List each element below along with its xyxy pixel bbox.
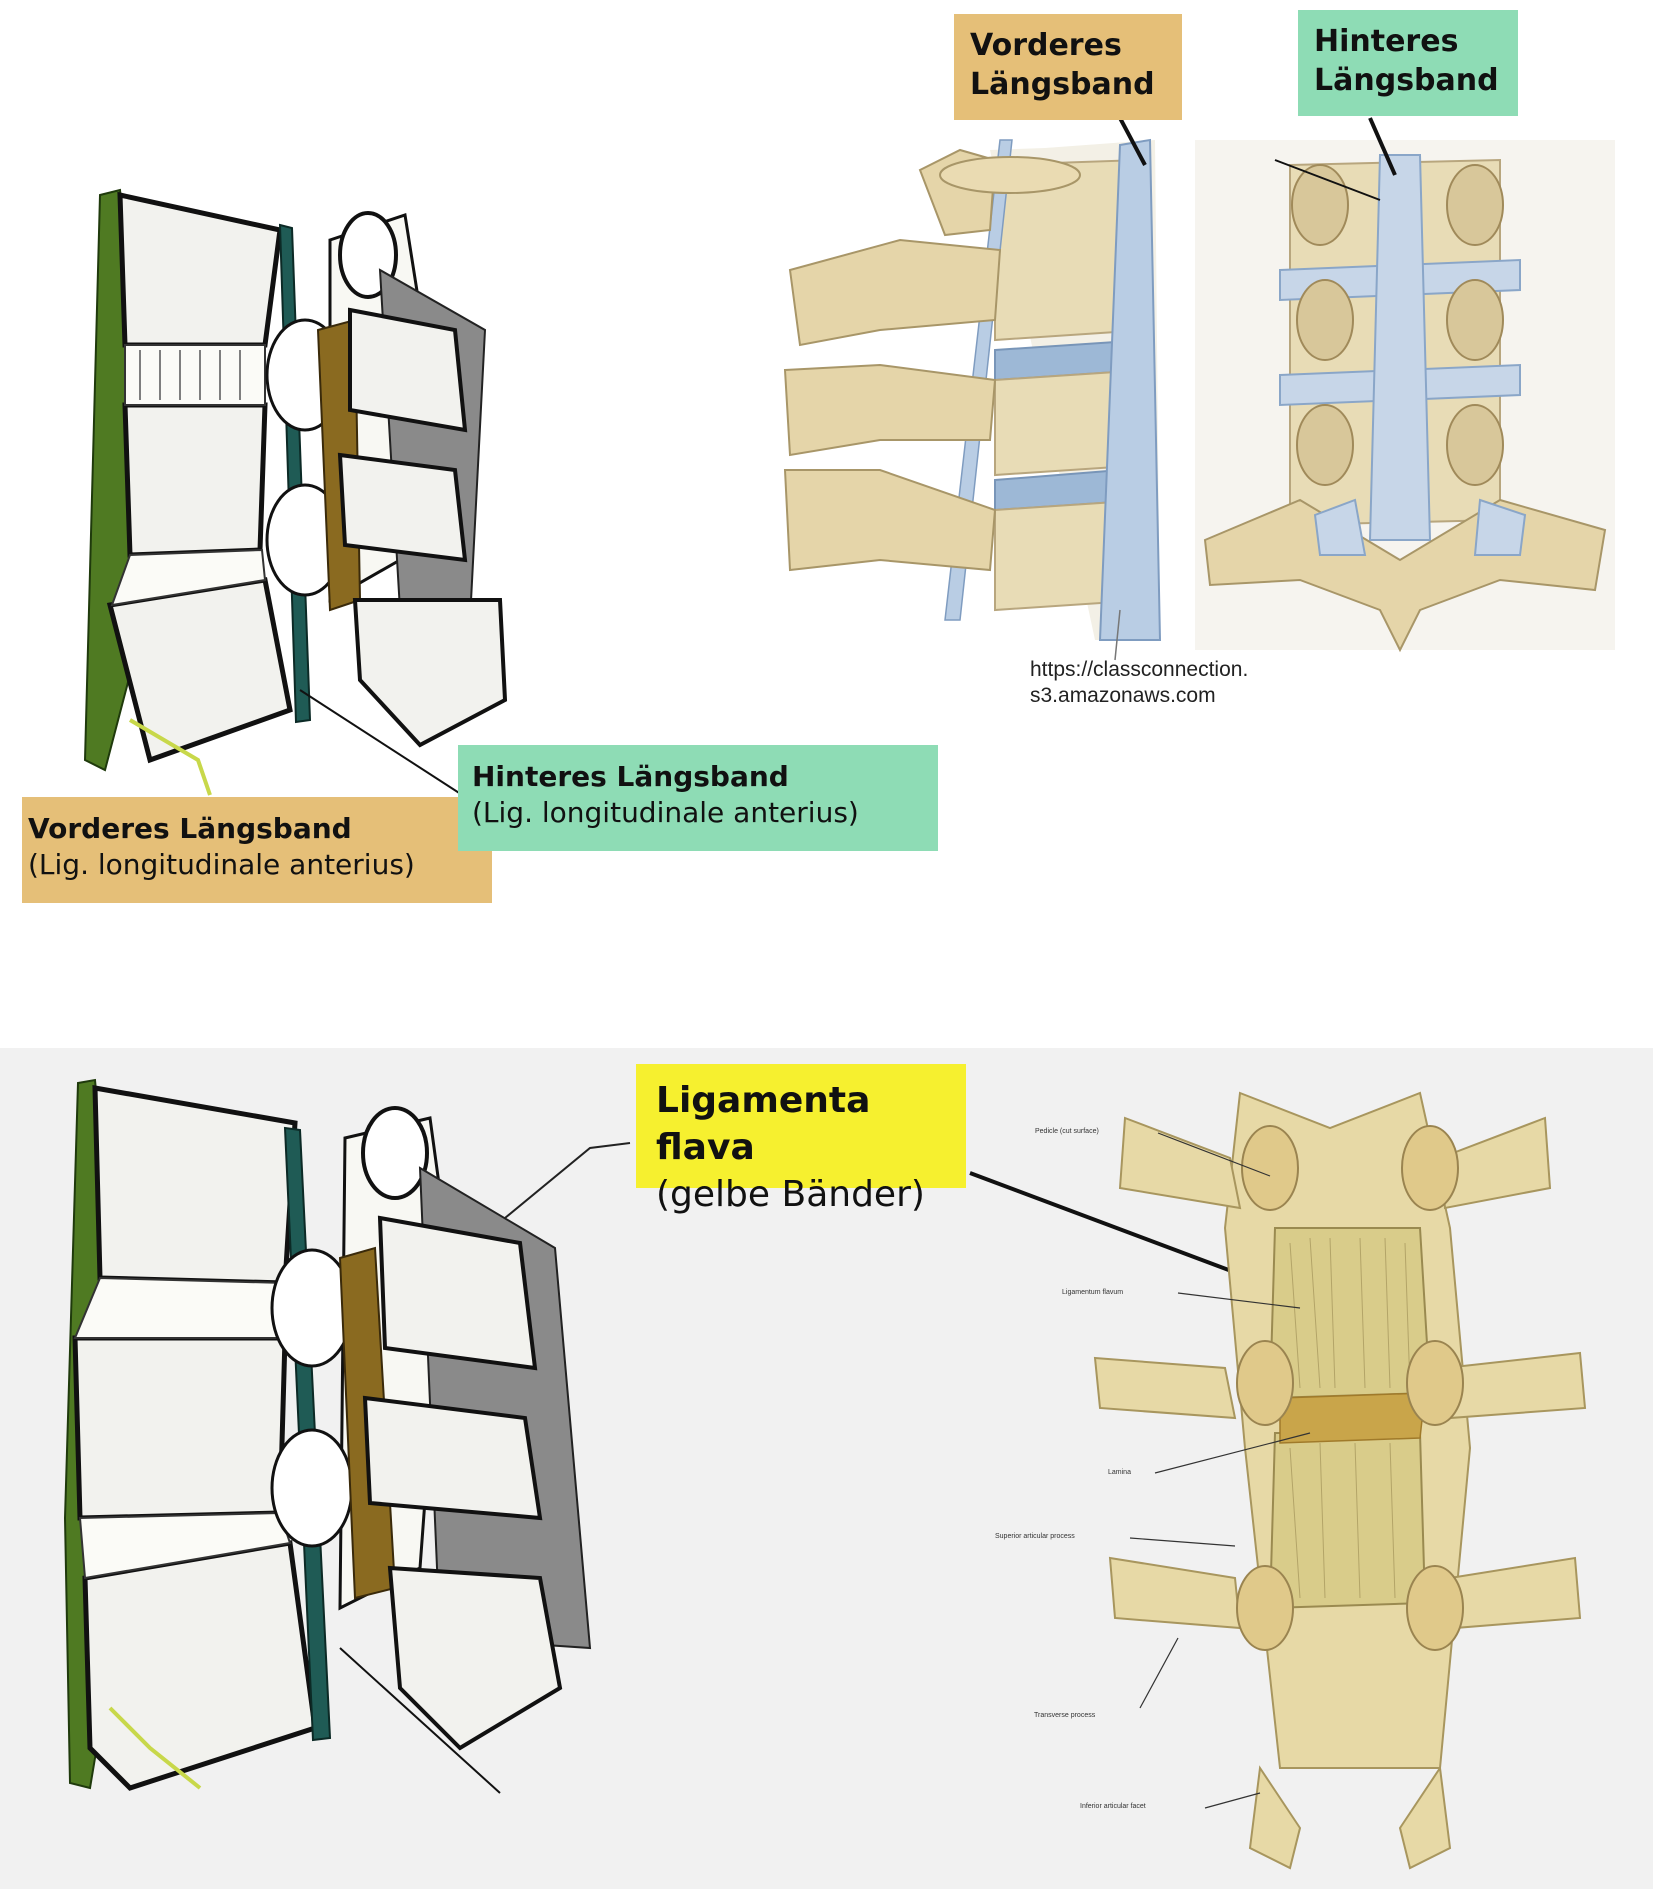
label-title: Ligamenta flava <box>656 1080 871 1168</box>
credit-line2: s3.amazonaws.com <box>1030 684 1216 708</box>
label-line1: Vorderes <box>970 28 1122 63</box>
bottom-panel: Ligamenta flava (gelbe Bänder) Pedicle (… <box>0 1048 1653 1889</box>
label-line1: Hinteres <box>1314 24 1459 59</box>
label-title: Hinteres Längsband <box>472 760 789 793</box>
credit-line1: https://classconnection. <box>1030 658 1249 681</box>
image-credit: https://classconnection. s3.amazonaws.co… <box>1030 657 1248 710</box>
label-anterior-ligament-right: Vorderes Längsband <box>954 14 1182 120</box>
small-label-lamina: Lamina <box>1108 1469 1131 1476</box>
label-anterior-ligament-left: Vorderes Längsband (Lig. longitudinale a… <box>22 797 492 903</box>
posterior-view-PLL-illustration <box>1195 117 1615 653</box>
label-title: Vorderes Längsband <box>28 812 352 845</box>
label-line2: Längsband <box>1314 63 1499 98</box>
small-label-ligamentum-flavum: Ligamentum flavum <box>1062 1289 1124 1296</box>
label-ligamenta-flava: Ligamenta flava (gelbe Bänder) <box>636 1064 966 1215</box>
sagittal-spine-drawing-bottom <box>63 1078 631 1794</box>
bottom-illustrations <box>63 1078 1587 1870</box>
label-posterior-ligament-left: Hinteres Längsband (Lig. longitudinale a… <box>458 745 938 851</box>
label-line2: Längsband <box>970 67 1155 102</box>
top-panel: Vorderes Längsband (Lig. longitudinale a… <box>22 10 1615 903</box>
small-label-inferior-articular-facet: Inferior articular facet <box>1080 1803 1146 1810</box>
posterior-view-flava-illustration <box>1093 1091 1587 1870</box>
small-label-transverse-process: Transverse process <box>1034 1712 1096 1719</box>
label-subtitle: (Lig. longitudinale anterius) <box>472 796 859 830</box>
small-label-pedicle: Pedicle (cut surface) <box>1035 1128 1099 1135</box>
sagittal-spine-drawing-top <box>83 188 508 801</box>
top-illustrations <box>83 117 1615 801</box>
small-label-superior-articular-process: Superior articular process <box>995 1533 1075 1540</box>
lateral-spine-ALL-illustration <box>783 117 1162 661</box>
label-subtitle: (gelbe Bänder) <box>656 1173 925 1215</box>
label-posterior-ligament-right: Hinteres Längsband <box>1298 10 1518 116</box>
label-subtitle: (Lig. longitudinale anterius) <box>28 848 415 882</box>
posterior-ligament-strip <box>278 223 312 724</box>
vertebral-bodies <box>106 191 293 764</box>
